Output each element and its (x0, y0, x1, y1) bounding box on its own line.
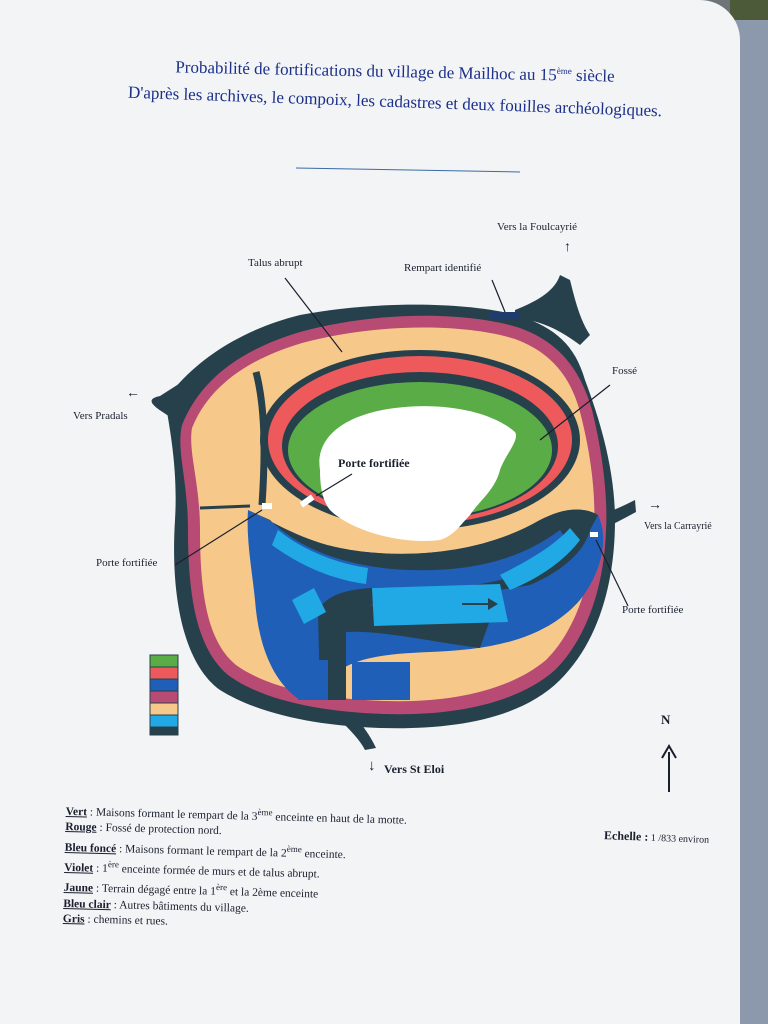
label-rempart-identifie: Rempart identifié (404, 262, 482, 274)
road-st-eloi (340, 716, 376, 750)
label-vers-pradals: Vers Pradals (73, 410, 128, 422)
leader-porte-left (174, 509, 263, 566)
road-pradals (151, 380, 190, 430)
arrow-up-foulcayrie: ↑ (564, 240, 571, 255)
legend-swatch-bleu-fonce (149, 678, 179, 692)
legend-swatch-gris (149, 726, 179, 736)
label-talus-abrupt: Talus abrupt (248, 257, 303, 269)
title-rule (295, 167, 521, 173)
gate-west (262, 503, 272, 509)
light-blue-building-west (272, 530, 368, 584)
leader-rempart (491, 279, 506, 313)
light-blue-building-main (372, 584, 508, 626)
north-label: N (661, 712, 671, 727)
dark-blue-building-southwest (298, 660, 328, 700)
road-carrayrie (600, 500, 636, 530)
inner-arrow-head (488, 598, 498, 610)
legend-swatch-violet (149, 690, 179, 704)
leader-talus (284, 277, 343, 353)
inner-streets (248, 509, 598, 700)
arrow-right-carrayrie: → (648, 498, 662, 513)
central-courtyard (319, 406, 517, 541)
label-vers-foulcayrie: Vers la Foulcayrié (497, 221, 578, 233)
page-edge (735, 20, 768, 1024)
label-porte-fortifiee-left: Porte fortifiée (96, 557, 158, 569)
legend-swatch-rouge (149, 666, 179, 680)
gate-east (590, 532, 598, 537)
road-foulcayrie (515, 275, 590, 345)
leader-fosse (539, 384, 611, 441)
west-wall-line (199, 504, 251, 510)
legend-swatch-vert (149, 654, 179, 668)
legend: Vert : Maisons formant le rempart de la … (63, 800, 526, 940)
leader-porte-right (595, 539, 629, 607)
light-blue-building-small (292, 588, 326, 624)
north-arrow-head (661, 744, 677, 759)
arrow-left-pradals: ← (126, 386, 140, 401)
gate-center (299, 494, 315, 508)
label-vers-carrayrie: Vers la Carrayrié (644, 521, 712, 532)
north-path (252, 371, 268, 506)
label-porte-fortifiee-right: Porte fortifiée (622, 604, 684, 616)
identified-rampart (490, 312, 520, 320)
leader-porte-center (315, 473, 353, 497)
label-porte-fortifiee-center: Porte fortifiée (338, 456, 410, 470)
light-blue-building-east (500, 528, 580, 590)
label-fosse: Fossé (612, 365, 638, 377)
legend-swatch-bleu-clair (149, 714, 179, 728)
legend-swatch-jaune (149, 702, 179, 716)
dark-blue-building-south (352, 662, 410, 700)
village-map (149, 167, 677, 792)
arrow-down-st-eloi: ↓ (368, 758, 376, 774)
label-vers-st-eloi: Vers St Eloi (384, 762, 445, 776)
